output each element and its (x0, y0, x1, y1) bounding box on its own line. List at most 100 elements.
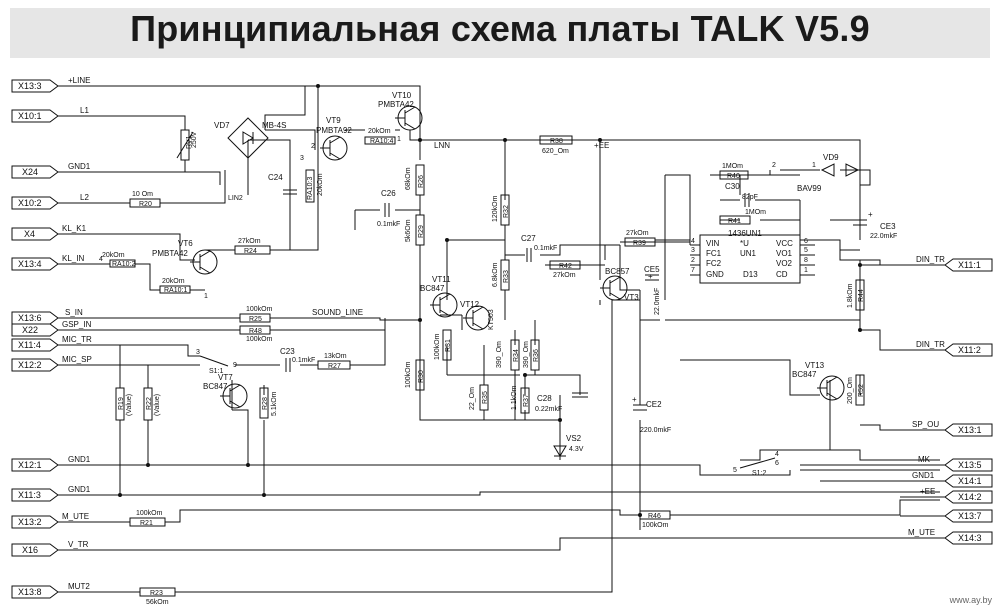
svg-text:1.1kOm: 1.1kOm (511, 385, 518, 410)
transistor-vt11: VT11 BC847 (420, 275, 458, 318)
capacitor-ce5: CE5+22.0mkF (644, 265, 661, 315)
svg-text:VO1: VO1 (776, 249, 793, 258)
svg-text:620_Om: 620_Om (542, 148, 569, 155)
svg-text:X14:3: X14:3 (958, 533, 982, 543)
svg-text:0.22mkF: 0.22mkF (535, 406, 562, 413)
svg-text:C24: C24 (268, 173, 283, 182)
svg-text:R30: R30 (418, 370, 425, 383)
svg-text:PMBTA42: PMBTA42 (378, 100, 414, 109)
switch-s1-1: 3 9 S1:1 (196, 349, 237, 375)
svg-text:X13:5: X13:5 (958, 460, 982, 470)
svg-text:VT11: VT11 (432, 275, 451, 284)
svg-text:1MOm: 1MOm (722, 163, 743, 170)
svg-text:VT12: VT12 (460, 300, 480, 309)
svg-text:R27: R27 (328, 363, 341, 370)
connector-x13-1: X13:1 (944, 423, 993, 437)
switch-s1-2: 4 6 5 S1:2 (733, 451, 779, 477)
connector-x12-1: X12:1 (11, 458, 59, 472)
svg-text:100kOm: 100kOm (246, 336, 273, 343)
svg-text:1: 1 (812, 162, 816, 169)
svg-text:X24: X24 (22, 167, 38, 177)
svg-text:R35: R35 (482, 391, 489, 404)
svg-text:C23: C23 (280, 347, 295, 356)
transistor-vt3: BC857 VT3 (600, 267, 639, 302)
svg-text:C26: C26 (381, 189, 396, 198)
svg-text:RA10:3: RA10:3 (307, 177, 314, 200)
svg-text:R31: R31 (445, 339, 452, 352)
svg-text:4.3V: 4.3V (569, 446, 584, 453)
connector-x13-3: X13:3 (11, 79, 59, 93)
svg-text:VT10: VT10 (392, 91, 412, 100)
svg-text:S_IN: S_IN (65, 308, 83, 317)
resistor-r33: R33 6.8kOm (492, 259, 510, 291)
svg-text:100kOm: 100kOm (642, 522, 669, 529)
svg-text:R46: R46 (648, 513, 661, 520)
svg-text:X13:4: X13:4 (18, 259, 42, 269)
svg-text:R22: R22 (146, 397, 153, 410)
svg-text:BC847: BC847 (420, 284, 445, 293)
connector-x13-5: X13:5 (944, 458, 993, 472)
svg-text:22.0mkF: 22.0mkF (654, 288, 661, 315)
svg-text:L2: L2 (80, 193, 89, 202)
svg-text:BC857: BC857 (605, 267, 630, 276)
svg-text:2: 2 (691, 257, 695, 264)
svg-text:GND: GND (706, 270, 724, 279)
svg-text:R19: R19 (118, 397, 125, 410)
svg-text:X16: X16 (22, 545, 38, 555)
svg-text:D13: D13 (743, 270, 758, 279)
svg-text:X14:1: X14:1 (958, 476, 982, 486)
svg-text:100kOm: 100kOm (434, 333, 441, 360)
svg-text:R52: R52 (858, 384, 865, 397)
wiring (58, 85, 945, 593)
svg-text:220.0mkF: 220.0mkF (640, 427, 671, 434)
svg-text:+EE: +EE (920, 487, 935, 496)
ic-1436un1: 1436UN1 VIN FC1 FC2 GND VCC VO1 VO2 CD *… (690, 229, 815, 284)
diode-bridge-vd7: VD7 MB-4S (214, 117, 286, 159)
watermark: www.ay.by (949, 595, 992, 605)
svg-text:M_UTE: M_UTE (62, 512, 89, 521)
svg-text:3: 3 (691, 247, 695, 254)
right-connectors: X11:1 X11:2 X13:1 X13:5 X14:1 X14:2 X13:… (944, 258, 993, 545)
svg-text:6.8kOm: 6.8kOm (492, 262, 499, 287)
svg-text:X10:2: X10:2 (18, 198, 42, 208)
resistor-r52: R52 200_Om (847, 374, 865, 406)
svg-text:200_Om: 200_Om (847, 377, 854, 404)
svg-text:1: 1 (804, 267, 808, 274)
transistor-vt9: VT9 PMBTA92 (316, 116, 352, 161)
svg-text:27kOm: 27kOm (238, 238, 261, 245)
svg-text:+: + (632, 395, 637, 404)
svg-text:27kOm: 27kOm (553, 272, 576, 279)
svg-text:R24: R24 (244, 248, 257, 255)
svg-text:X4: X4 (24, 229, 35, 239)
svg-text:M_UTE: M_UTE (908, 528, 935, 537)
title-band (10, 8, 990, 58)
connector-x10-2: X10:2 (11, 196, 59, 210)
svg-text:PMBTA42: PMBTA42 (152, 249, 188, 258)
svg-text:R33: R33 (503, 270, 510, 283)
svg-text:LNN: LNN (434, 141, 450, 150)
svg-text:X14:2: X14:2 (958, 492, 982, 502)
svg-text:3: 3 (300, 155, 304, 162)
svg-text:VT7: VT7 (218, 373, 233, 382)
junction-dots (118, 84, 862, 517)
page-title: Принципиальная схема платы TALK V5.9 (130, 8, 870, 49)
svg-text:X13:1: X13:1 (958, 425, 982, 435)
svg-text:R44: R44 (858, 289, 865, 302)
transistor-vt6: VT6 PMBTA42 (152, 239, 218, 275)
svg-text:VO2: VO2 (776, 259, 793, 268)
svg-text:6: 6 (775, 460, 779, 467)
svg-text:R48: R48 (249, 328, 262, 335)
svg-text:4: 4 (775, 451, 779, 458)
svg-text:MK: MK (918, 455, 931, 464)
svg-text:R25: R25 (249, 316, 262, 323)
